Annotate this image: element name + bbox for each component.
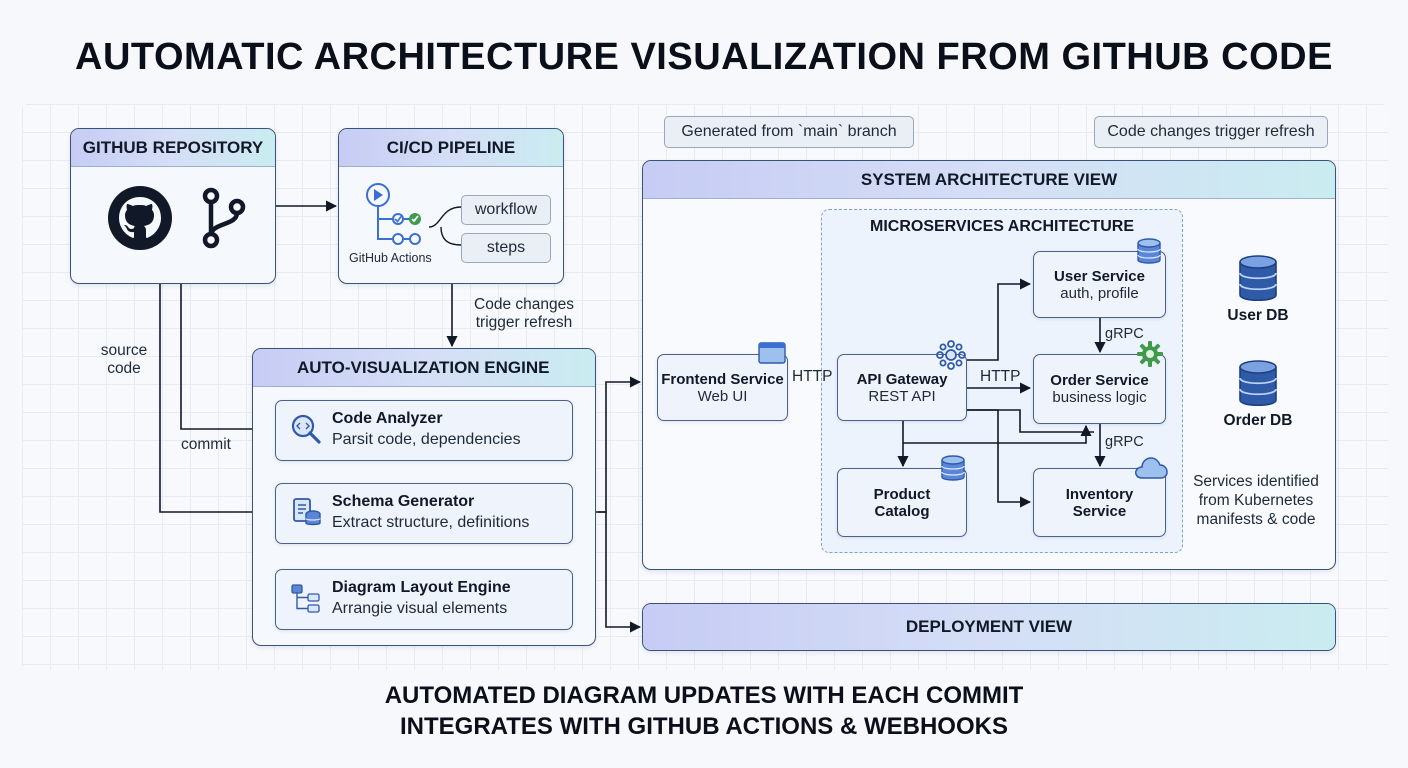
system-architecture-title: SYSTEM ARCHITECTURE VIEW <box>643 161 1335 199</box>
api-gateway-name: API Gateway <box>856 370 948 388</box>
diagram-layout-engine-box: Diagram Layout Engine Arrangie visual el… <box>275 569 573 630</box>
deployment-view: DEPLOYMENT VIEW <box>642 603 1336 651</box>
frontend-service-name: Frontend Service <box>661 370 784 388</box>
layout-engine-desc: Arrangie visual elements <box>332 600 508 617</box>
inventory-service-node: Inventory Service <box>1033 468 1166 537</box>
frontend-service-node: Frontend Service Web UI <box>657 354 788 421</box>
order-service-name: Order Service <box>1050 372 1149 389</box>
source-code-label: source code <box>100 342 148 377</box>
github-repository-card: GITHUB REPOSITORY <box>70 128 276 284</box>
github-repository-title: GITHUB REPOSITORY <box>71 129 275 167</box>
services-identified-note: Services identified from Kubernetes mani… <box>1193 473 1319 528</box>
cicd-pipeline-title: CI/CD PIPELINE <box>339 129 563 167</box>
api-gateway-desc: REST API <box>868 387 936 405</box>
schema-generator-desc: Extract structure, definitions <box>332 514 530 531</box>
user-service-name: User Service <box>1054 267 1145 285</box>
steps-pill: steps <box>461 233 551 263</box>
order-db-label: Order DB <box>1223 412 1293 429</box>
git-branch-icon <box>202 187 246 249</box>
schema-generator-box: Schema Generator Extract structure, defi… <box>275 483 573 544</box>
gear-icon <box>1137 341 1163 367</box>
footer-line-2: INTEGRATES WITH GITHUB ACTIONS & WEBHOOK… <box>400 713 1008 740</box>
auto-visualization-engine-card: AUTO-VISUALIZATION ENGINE Code Analyzer … <box>252 348 596 646</box>
ms-arrow-gateway-to-user <box>967 278 1032 361</box>
user-service-desc: auth, profile <box>1060 284 1139 302</box>
commit-label: commit <box>181 436 231 453</box>
schema-database-icon <box>293 498 321 526</box>
inventory-service-name-1: Inventory <box>1065 485 1134 503</box>
user-db-icon <box>1239 255 1277 302</box>
footer-line-1: AUTOMATED DIAGRAM UPDATES WITH EACH COMM… <box>384 682 1024 709</box>
order-service-desc: business logic <box>1052 389 1147 406</box>
arrow-engine-to-deployment <box>598 511 642 633</box>
kubernetes-icon <box>936 340 966 370</box>
arrow-commit-to-analyzer <box>180 284 274 435</box>
code-changes-label: Code changes trigger refresh <box>474 296 574 331</box>
user-db-label: User DB <box>1227 307 1289 324</box>
code-analyzer-desc: Parsit code, dependencies <box>332 431 521 448</box>
magnifier-code-icon <box>291 414 321 444</box>
github-actions-caption: GitHub Actions <box>349 251 432 265</box>
deployment-view-title: DEPLOYMENT VIEW <box>643 604 1335 650</box>
ms-line-gateway-order-low <box>967 409 1094 433</box>
http-label-frontend: HTTP <box>792 368 833 385</box>
page-title: AUTOMATIC ARCHITECTURE VISUALIZATION FRO… <box>75 36 1333 78</box>
github-logo-icon <box>108 186 172 250</box>
product-catalog-db-icon <box>941 455 965 481</box>
order-service-node: Order Service business logic <box>1033 354 1166 424</box>
engine-title: AUTO-VISUALIZATION ENGINE <box>253 349 595 387</box>
github-actions-icon <box>366 183 421 245</box>
user-service-db-icon <box>1137 238 1161 264</box>
ms-line-cross <box>903 424 1092 444</box>
grpc-label-upper: gRPC <box>1105 326 1144 342</box>
http-label-gateway: HTTP <box>980 368 1021 385</box>
code-analyzer-title: Code Analyzer <box>332 410 443 427</box>
cicd-pipeline-card: CI/CD PIPELINE GitHub Actions workflow s… <box>338 128 564 284</box>
frontend-service-desc: Web UI <box>697 387 748 405</box>
layout-engine-title: Diagram Layout Engine <box>332 579 511 596</box>
schema-generator-title: Schema Generator <box>332 493 475 510</box>
generated-from-tag: Generated from `main` branch <box>664 116 914 148</box>
code-analyzer-box: Code Analyzer Parsit code, dependencies <box>275 400 573 461</box>
cloud-icon <box>1135 457 1168 479</box>
code-changes-tag: Code changes trigger refresh <box>1094 116 1328 148</box>
order-db-icon <box>1239 360 1277 407</box>
product-catalog-name-2: Catalog <box>874 502 930 520</box>
grpc-label-lower: gRPC <box>1105 434 1144 450</box>
layout-tree-icon <box>291 584 320 613</box>
branch-brace-icon <box>428 206 462 246</box>
arrow-source-to-schema <box>159 284 274 518</box>
microservices-title: MICROSERVICES ARCHITECTURE <box>869 218 1135 235</box>
workflow-pill: workflow <box>461 195 551 225</box>
browser-window-icon <box>758 342 786 364</box>
product-catalog-name-1: Product <box>873 485 931 503</box>
inventory-service-name-2: Service <box>1072 502 1127 520</box>
